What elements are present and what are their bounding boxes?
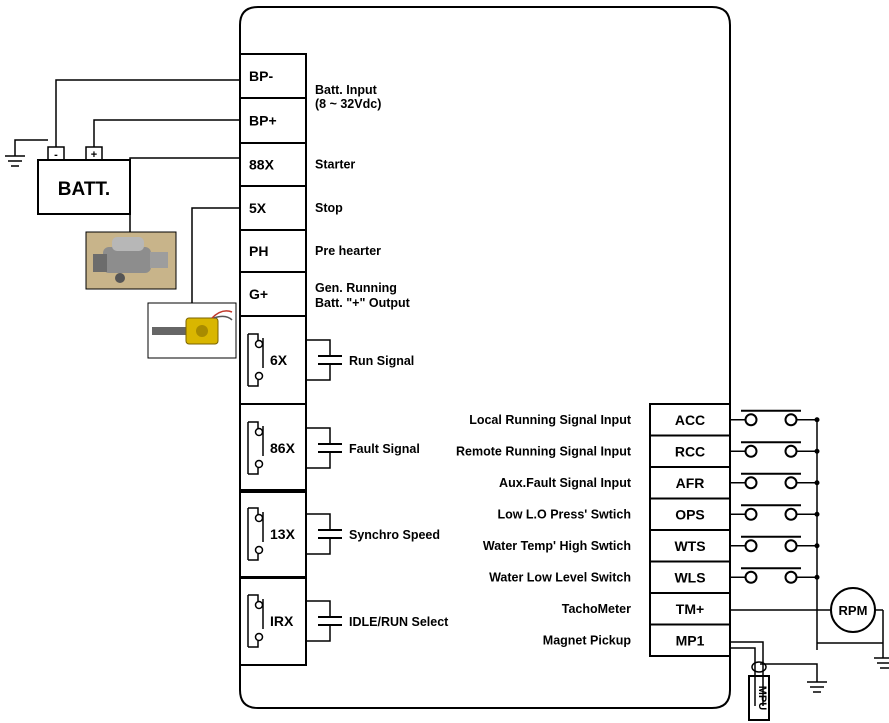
rpm-label: RPM: [839, 603, 868, 618]
terminal-description: Low L.O Press' Swtich: [497, 507, 631, 521]
terminal-label: BP-: [249, 68, 273, 84]
terminal-label: ACC: [675, 412, 705, 428]
battery-label: BATT.: [58, 179, 110, 200]
terminal-description: (8 ~ 32Vdc): [315, 97, 381, 111]
terminal-label: BP+: [249, 113, 277, 129]
terminal-label: PH: [249, 243, 268, 259]
terminal-description: Batt. Input: [315, 83, 378, 97]
terminal-description: Pre hearter: [315, 244, 381, 258]
terminal-description: Aux.Fault Signal Input: [499, 476, 632, 490]
relay-description: Run Signal: [349, 354, 414, 368]
terminal-MP1: MP1 Magnet Pickup: [543, 623, 731, 657]
relay-label: IRX: [270, 613, 294, 629]
right-wiring: RPM MPU: [730, 418, 889, 721]
terminal-ACC: ACC Local Running Signal Input: [469, 403, 820, 437]
terminal-AFR: AFR Aux.Fault Signal Input: [499, 466, 820, 500]
terminal-description: Water Temp' High Swtich: [483, 539, 631, 553]
switch-contact-icon: [730, 535, 820, 553]
stop-solenoid-image: [147, 207, 240, 359]
battery: BATT. - +: [37, 146, 131, 215]
terminal-description: Remote Running Signal Input: [456, 444, 632, 458]
relay-6X: 6X Run Signal: [239, 315, 414, 405]
battery-plus: +: [91, 149, 97, 161]
terminal-WTS: WTS Water Temp' High Swtich: [483, 529, 820, 563]
switch-contact-icon: [730, 409, 820, 427]
terminal-label: G+: [249, 286, 268, 302]
relay-IRX: IRX IDLE/RUN Select: [239, 576, 449, 666]
relay-13X: 13X Synchro Speed: [239, 489, 440, 579]
relay-description: Synchro Speed: [349, 528, 440, 542]
terminal-label: WTS: [674, 538, 705, 554]
starter-motor-image: [85, 157, 240, 290]
switch-contact-icon: [730, 472, 820, 490]
terminal-RCC: RCC Remote Running Signal Input: [456, 434, 820, 468]
terminal-description: Water Low Level Switch: [489, 570, 631, 584]
relay-blocks: 6X Run Signal 86X Fault Signal 13X Synchro Sp…: [239, 315, 449, 666]
terminal-label: WLS: [674, 569, 705, 585]
terminal-label: MP1: [676, 632, 705, 648]
terminal-label: TM+: [676, 601, 704, 617]
terminal-description: Stop: [315, 201, 343, 215]
terminal-description: Starter: [315, 158, 355, 172]
terminal-label: 5X: [249, 200, 267, 216]
battery-wires: [5, 79, 240, 167]
terminal-description: Gen. Running: [315, 281, 397, 295]
ground-icon: [807, 681, 827, 693]
battery-minus: -: [54, 149, 58, 161]
terminal-description: Local Running Signal Input: [469, 413, 632, 427]
ground-icon: [874, 657, 889, 669]
relay-label: 6X: [270, 352, 288, 368]
left-terminal-block: BP- Batt. Input(8 ~ 32Vdc) BP+ 88X Starter 5X…: [239, 53, 411, 317]
terminal-description: Batt. "+" Output: [315, 296, 411, 310]
terminal-label: OPS: [675, 506, 705, 522]
switch-contact-icon: [730, 441, 820, 458]
switch-contact-icon: [730, 504, 820, 521]
relay-86X: 86X Fault Signal: [239, 403, 420, 493]
relay-label: 13X: [270, 526, 296, 542]
mpu-label: MPU: [756, 686, 768, 711]
switch-contact-icon: [730, 567, 820, 584]
terminal-WLS: WLS Water Low Level Switch: [489, 560, 820, 594]
terminal-label: RCC: [675, 443, 705, 459]
terminal-label: 88X: [249, 157, 275, 173]
terminal-OPS: OPS Low L.O Press' Swtich: [497, 497, 820, 531]
terminal-description: Magnet Pickup: [543, 633, 632, 647]
relay-description: Fault Signal: [349, 442, 420, 456]
controller-body: [239, 6, 731, 709]
relay-label: 86X: [270, 440, 296, 456]
relay-description: IDLE/RUN Select: [349, 615, 449, 629]
mpu-sensor: [748, 675, 770, 721]
terminal-description: TachoMeter: [562, 602, 631, 616]
terminal-TM+: TM+ TachoMeter: [562, 592, 731, 626]
terminal-label: AFR: [676, 475, 705, 491]
ground-icon: [5, 155, 25, 167]
